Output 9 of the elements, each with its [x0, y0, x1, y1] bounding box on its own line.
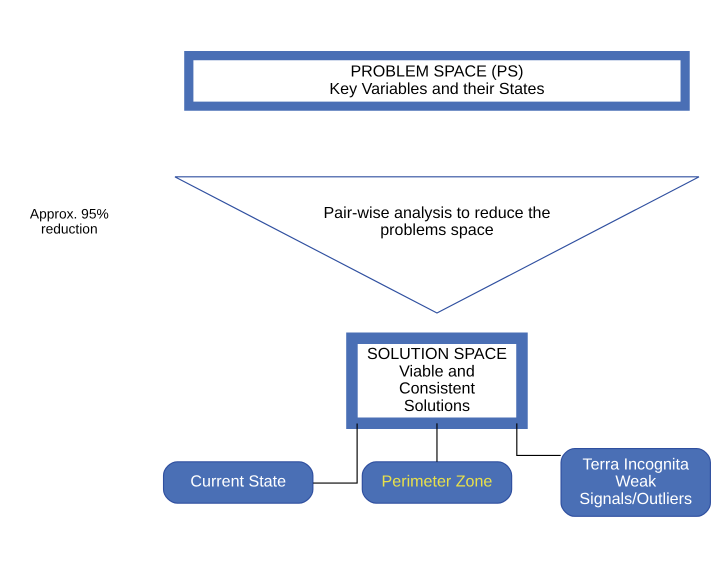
- node-box: Terra Incognita Weak Signals/Outliers: [560, 448, 710, 516]
- node-box: Current State: [162, 460, 313, 504]
- node-box: PROBLEM SPACE (PS) Key Variables and their States: [184, 50, 690, 110]
- connector: [312, 423, 358, 484]
- node-box: SOLUTION SPACE Viable and Consistent Solutions: [346, 332, 528, 429]
- connector: [516, 422, 560, 456]
- connector: [436, 422, 438, 462]
- label: Approx. 95% reduction: [29, 206, 108, 236]
- node-box: Perimeter Zone: [361, 460, 512, 504]
